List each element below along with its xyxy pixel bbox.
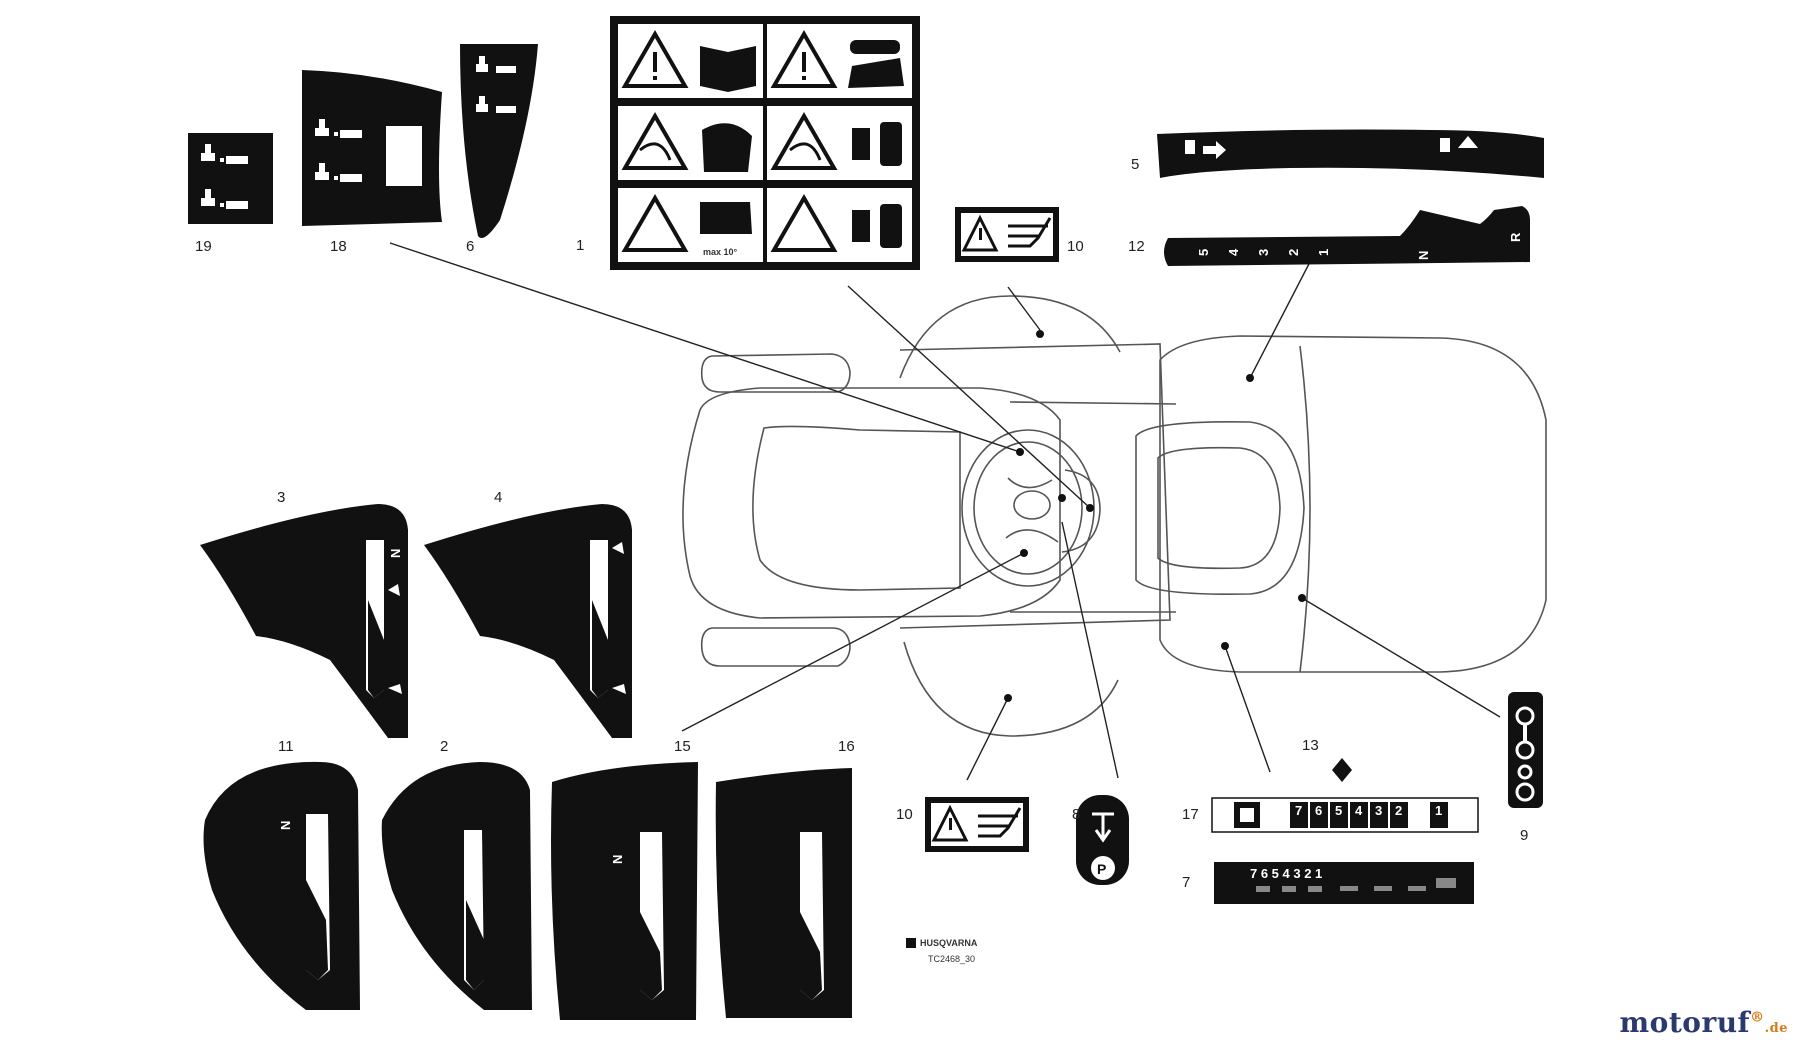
- decal-5: [1157, 129, 1544, 178]
- decal-1-slope-text: max 10°: [703, 247, 738, 257]
- callout-8: 8: [1072, 806, 1080, 823]
- callout-19: 19: [195, 238, 212, 255]
- callout-12: 12: [1128, 238, 1145, 255]
- callout-16: 16: [838, 738, 855, 755]
- decal-11-n: N: [278, 821, 293, 830]
- decal-12: 5 4 3 2 1 N R: [1164, 206, 1530, 266]
- gear-4: 4: [1226, 248, 1241, 256]
- gear-1: 1: [1316, 249, 1331, 256]
- d17-gear-2: 2: [1395, 803, 1402, 818]
- decal-10-bottom: [925, 797, 1029, 852]
- decal-10-top: [955, 207, 1059, 262]
- gear-2: 2: [1286, 249, 1301, 256]
- callout-1: 1: [576, 237, 584, 254]
- decal-3-n: N: [388, 549, 403, 558]
- decal-6: [460, 44, 538, 238]
- callout-3: 3: [277, 489, 285, 506]
- decal-18: [302, 70, 442, 226]
- callout-10-bottom: 10: [896, 806, 913, 823]
- gear-neutral: N: [1416, 251, 1431, 260]
- decal-2: [381, 762, 532, 1010]
- decal-19: [188, 133, 273, 224]
- d17-gear-5: 5: [1335, 803, 1342, 818]
- decal-7: 7 6 5 4 3 2 1: [1214, 862, 1474, 904]
- decal-9: [1508, 692, 1543, 808]
- callout-numbers: 1 2 3 4 5 6 7 8 9 10 10 11 12 13 15 16 1…: [195, 156, 1528, 891]
- decal-1: max 10°: [610, 16, 920, 270]
- decal-3: N: [200, 504, 408, 738]
- gear-5: 5: [1196, 249, 1211, 256]
- callout-6: 6: [466, 238, 474, 255]
- callout-11: 11: [278, 738, 294, 755]
- decal-4: [424, 504, 632, 738]
- maker-brand: HUSQVARNA: [920, 938, 978, 948]
- brand-mark: ®: [1750, 1009, 1765, 1026]
- d17-gear-7: 7: [1295, 803, 1302, 818]
- callout-5: 5: [1131, 156, 1139, 173]
- decal-16: [715, 768, 852, 1018]
- gear-reverse: R: [1508, 232, 1523, 242]
- callout-18: 18: [330, 238, 347, 255]
- gear-3: 3: [1256, 249, 1271, 256]
- decal-15-n: N: [610, 855, 625, 864]
- maker-logo: HUSQVARNA TC2468_30: [906, 938, 978, 964]
- brand-name: motoruf: [1619, 1006, 1751, 1039]
- callout-15: 15: [674, 738, 691, 755]
- motoruf-logo: motoruf®.de: [1620, 1006, 1788, 1039]
- decal-11: N: [203, 761, 360, 1010]
- callout-7: 7: [1182, 874, 1190, 891]
- brand-suffix: .de: [1764, 1021, 1788, 1036]
- decal-13: [1332, 758, 1352, 782]
- d17-gear-1: 1: [1435, 803, 1442, 818]
- callout-4: 4: [494, 489, 502, 506]
- maker-code: TC2468_30: [928, 954, 975, 964]
- park-letter: P: [1097, 861, 1106, 877]
- decal-7-digits: 7 6 5 4 3 2 1: [1250, 866, 1322, 881]
- callout-13: 13: [1302, 737, 1319, 754]
- callout-2: 2: [440, 738, 448, 755]
- d17-gear-6: 6: [1315, 803, 1322, 818]
- decal-17: 7 6 5 4 3 2 1: [1211, 797, 1479, 833]
- callout-9: 9: [1520, 827, 1528, 844]
- decal-8: P: [1076, 795, 1129, 885]
- callout-17: 17: [1182, 806, 1199, 823]
- decal-15: N: [551, 762, 698, 1020]
- leader-lines: [389, 242, 1501, 781]
- d17-gear-3: 3: [1375, 803, 1382, 818]
- callout-10-top: 10: [1067, 238, 1084, 255]
- leader-dots: [1004, 330, 1306, 702]
- tractor-outline: [682, 295, 1547, 737]
- d17-gear-4: 4: [1355, 803, 1363, 818]
